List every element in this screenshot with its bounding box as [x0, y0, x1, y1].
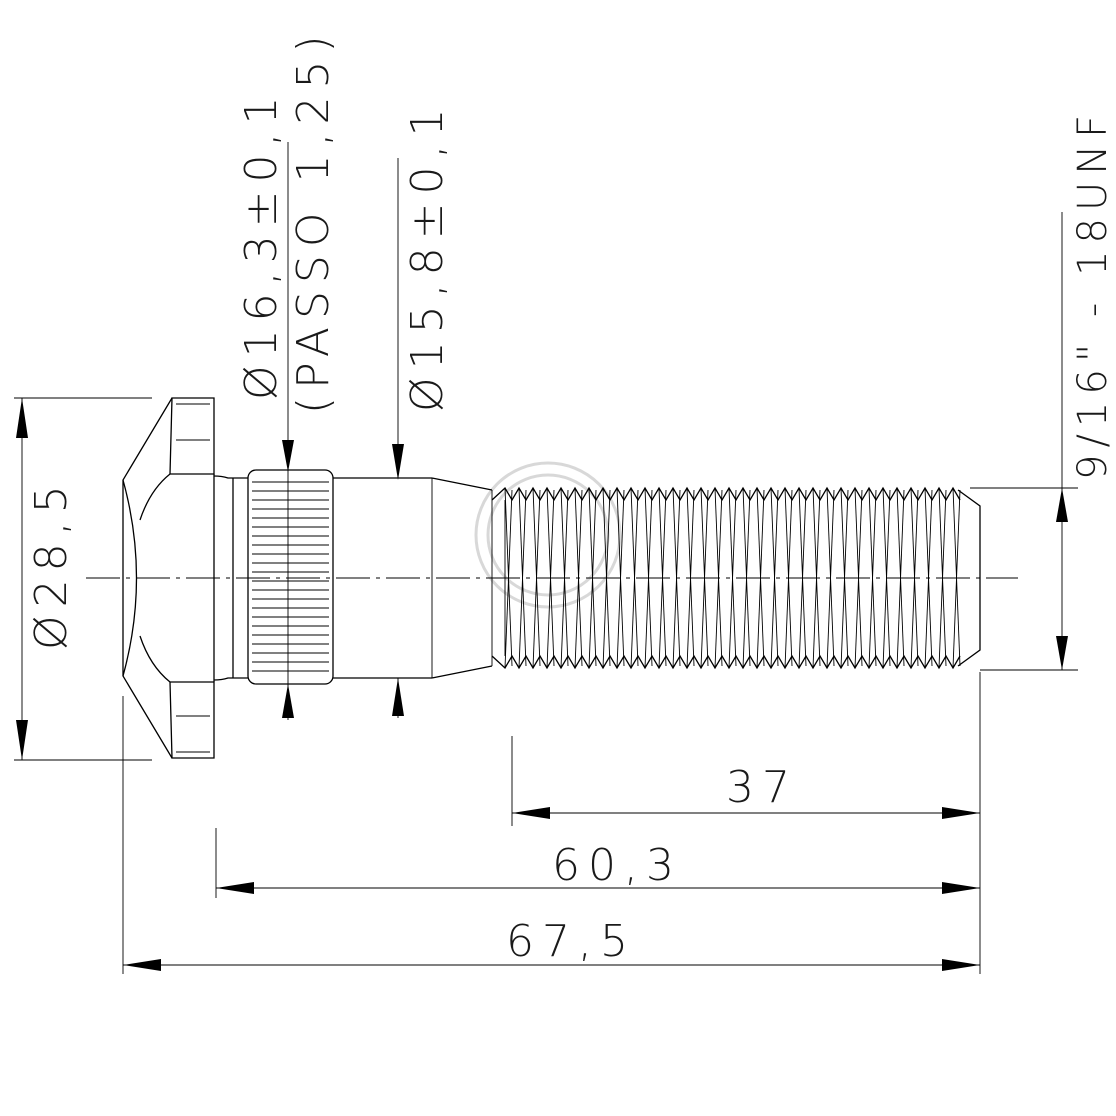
dim-knurl-diameter: Ø16,3±0,1 (PASSO 1,25) [236, 27, 339, 720]
thread-crest-line [826, 489, 835, 669]
knurl-diameter-label: Ø16,3±0,1 [236, 89, 287, 400]
thread-crest-line [840, 489, 849, 669]
thread-crest-line [630, 489, 639, 669]
thread-crest-line [882, 489, 891, 669]
knurled-section [247, 469, 334, 685]
thread-crest-line [504, 489, 513, 669]
flange-diameter-label: Ø28,5 [26, 477, 77, 650]
thread-crest-line [588, 489, 597, 669]
bolt-neck [213, 475, 248, 681]
thread-crest-line [546, 489, 555, 669]
dim-overall-length: 67,5 [123, 916, 980, 971]
thread-crest-line [700, 489, 709, 669]
thread-crest-line [952, 489, 961, 669]
thread-crest-line [616, 489, 625, 669]
dim-shank-diameter: Ø15,8±0,1 [392, 101, 453, 718]
overall-length-label: 67,5 [506, 916, 636, 967]
thread-crest-line [938, 489, 947, 669]
thread-length-label: 37 [726, 762, 798, 813]
dim-thread-length: 37 [512, 762, 980, 819]
thread-spec-label: 9/16" - 18UNF [1070, 108, 1116, 480]
thread-crest-line [868, 489, 877, 669]
thread-crest-line [672, 489, 681, 669]
dim-flange-diameter: Ø28,5 [14, 397, 152, 761]
thread-crest-line [896, 489, 905, 669]
thread-crest-line [924, 489, 933, 669]
thread-crest-line [784, 489, 793, 669]
shank-diameter-label: Ø15,8±0,1 [402, 101, 453, 412]
watermark-logo [474, 461, 622, 609]
thread-crest-line [770, 489, 779, 669]
thread-crest-line [560, 489, 569, 669]
shank-length-label: 60,3 [552, 840, 682, 891]
threaded-section [491, 486, 981, 670]
knurl-pitch-label: (PASSO 1,25) [288, 27, 339, 414]
thread-crest-line [658, 489, 667, 669]
thread-crest-line [854, 489, 863, 669]
thread-crest-line [756, 489, 765, 669]
thread-crest-line [686, 489, 695, 669]
thread-crest-line [728, 489, 737, 669]
thread-crest-line [910, 489, 919, 669]
thread-crest-line [644, 489, 653, 669]
dim-thread-spec: 9/16" - 18UNF [970, 108, 1116, 671]
thread-crest-line [714, 489, 723, 669]
thread-crest-line [812, 489, 821, 669]
thread-crest-line [532, 489, 541, 669]
thread-crest-line [798, 489, 807, 669]
thread-crest-line [518, 489, 527, 669]
thread-crest-line [602, 489, 611, 669]
thread-crest-line [742, 489, 751, 669]
dim-shank-length: 60,3 [216, 840, 980, 894]
thread-crest-line [574, 489, 583, 669]
